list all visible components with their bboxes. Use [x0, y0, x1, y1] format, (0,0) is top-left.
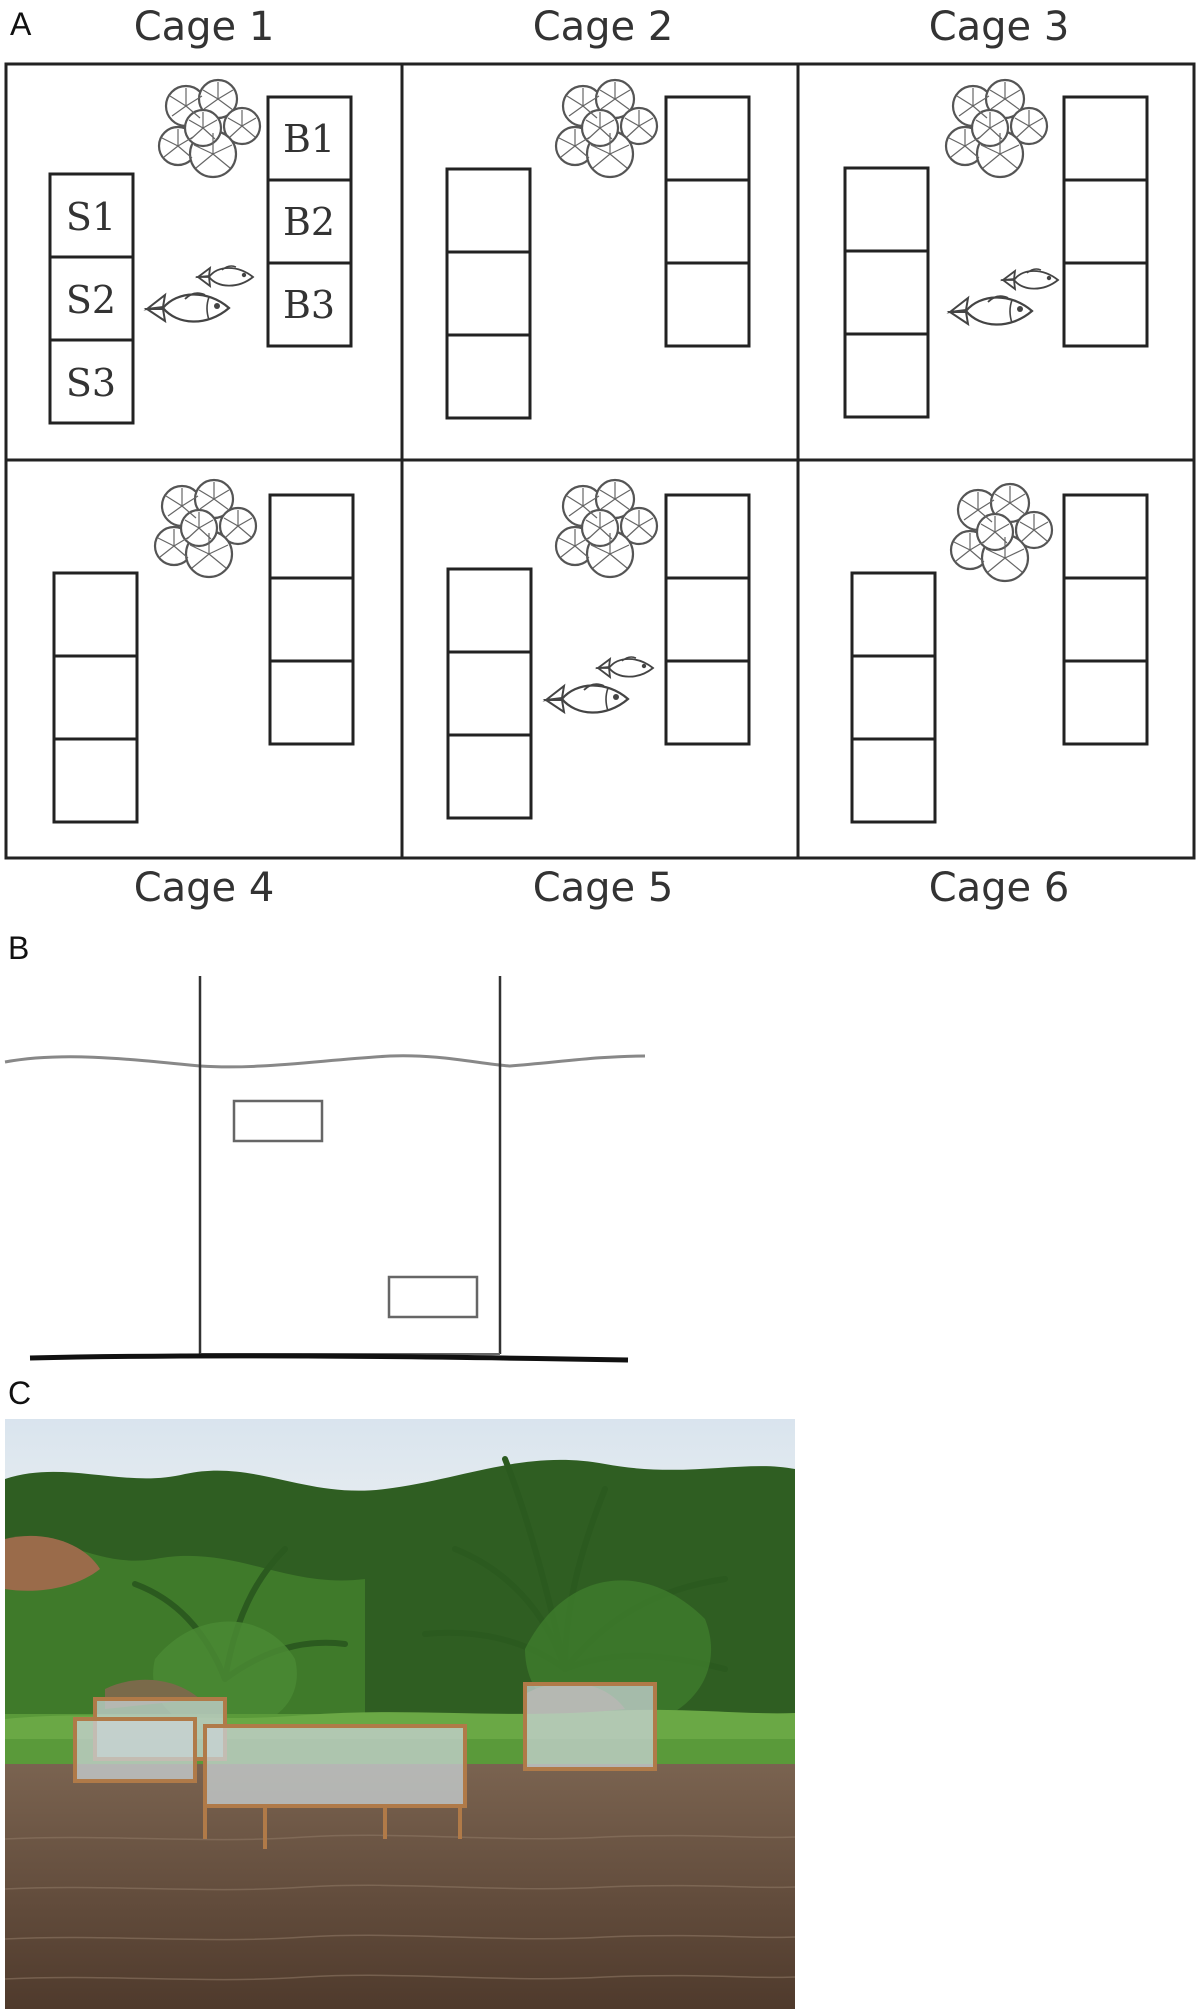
fish-icon [597, 656, 654, 678]
substrate-stack-right [1062, 95, 1149, 348]
panel-b-letter: B [8, 930, 30, 966]
cage-4 [52, 478, 355, 824]
panel-a-letter: A [10, 6, 32, 42]
substrate-stack-right [266, 95, 353, 348]
cage-5 [446, 478, 751, 820]
fish-icon [145, 292, 231, 323]
substrate-tray-upper [232, 1099, 324, 1143]
water-lily-icon [554, 78, 659, 179]
cage-layout-diagram: S1 S2 S3 B1 B2 B3 [4, 62, 1196, 860]
sample-label-s2: S2 [66, 278, 116, 322]
water-lily-icon [153, 478, 258, 579]
substrate-stack-right [268, 493, 355, 746]
fish-icon [1002, 268, 1059, 290]
substrate-stack-right [664, 493, 751, 746]
substrate-stack-right [664, 95, 751, 348]
cage-cross-section-diagram [4, 976, 646, 1363]
substrate-stack-left [445, 167, 532, 420]
cage-6-label: Cage 6 [928, 865, 1070, 911]
fish-icon [948, 295, 1034, 326]
sample-label-s1: S1 [66, 195, 116, 239]
field-cage [73, 1682, 657, 1808]
water-lily-icon [157, 78, 262, 179]
cage-6 [850, 482, 1149, 824]
substrate-stack-left [52, 571, 139, 824]
fish-icon [197, 265, 254, 287]
water-lily-icon [554, 478, 659, 579]
cage-2-label: Cage 2 [532, 4, 674, 50]
panel-c-letter: C [8, 1375, 32, 1411]
cage-1: S1 S2 S3 B1 B2 B3 [48, 78, 353, 425]
sample-label-b1: B1 [283, 117, 335, 161]
sample-label-b3: B3 [283, 283, 335, 327]
substrate-stack-left [843, 166, 930, 419]
substrate-tray-lower [387, 1275, 479, 1319]
sample-label-b2: B2 [283, 200, 335, 244]
water-surface-line [4, 1054, 646, 1069]
substrate-stack-left [48, 172, 135, 425]
cage-5-label: Cage 5 [532, 865, 674, 911]
fish-icon [544, 683, 630, 714]
cage-2 [445, 78, 751, 420]
cage-3 [843, 78, 1149, 419]
water-lily-icon [944, 78, 1049, 179]
substrate-stack-left [850, 571, 937, 824]
sample-label-s3: S3 [66, 361, 116, 405]
substrate-stack-left [446, 567, 533, 820]
cage-4-label: Cage 4 [133, 865, 275, 911]
field-cages-photo [5, 1419, 795, 2009]
substrate-stack-right [1062, 493, 1149, 746]
riverbed-line [29, 1353, 629, 1363]
water-lily-icon [949, 482, 1054, 583]
cage-3-label: Cage 3 [928, 4, 1070, 50]
cage-1-label: Cage 1 [133, 4, 275, 50]
